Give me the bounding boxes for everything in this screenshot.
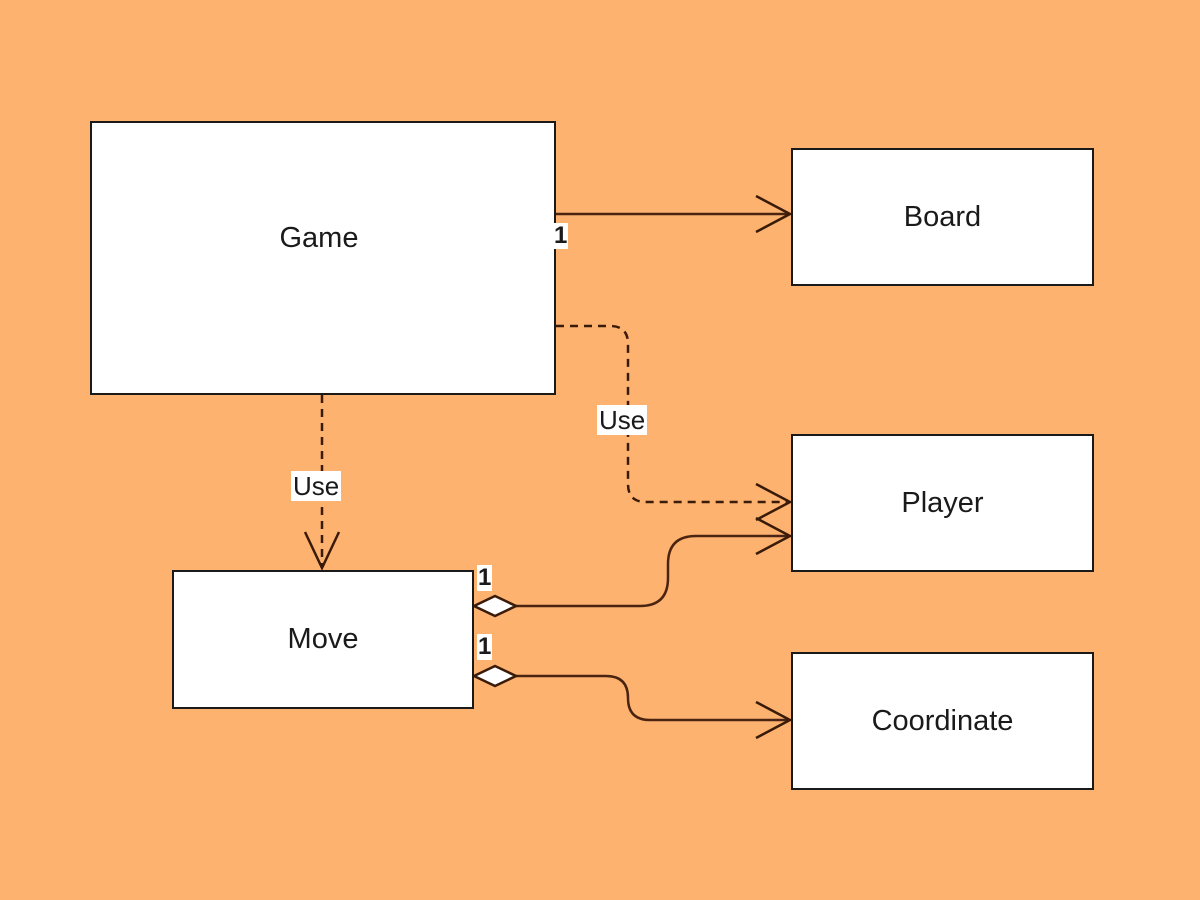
move-coordinate-arrowhead [755,700,793,740]
game-board-multiplicity: 1 [553,222,569,249]
move-coordinate-association [516,674,790,722]
class-player-name: Player [901,486,984,519]
game-board-arrowhead [755,194,793,234]
class-game: Game [90,121,556,395]
game-move-arrowhead [303,531,341,571]
class-coordinate: Coordinate [791,652,1094,790]
class-move: Move [172,570,474,709]
move-player-association [516,534,790,608]
class-player: Player [791,434,1094,572]
game-player-dependency [556,324,790,504]
class-coordinate-name: Coordinate [871,704,1014,737]
class-board-name: Board [903,200,982,233]
game-player-arrowhead [755,482,793,522]
game-move-use-label: Use [291,471,342,501]
move-player-aggregation-diamond [471,594,519,618]
move-coordinate-multiplicity: 1 [477,633,493,660]
class-board: Board [791,148,1094,286]
class-game-name: Game [279,221,359,254]
game-player-use-label: Use [597,405,648,435]
move-player-arrowhead [755,516,793,556]
move-player-multiplicity: 1 [477,564,493,591]
move-coordinate-aggregation-diamond [471,664,519,688]
class-move-name: Move [287,623,359,655]
